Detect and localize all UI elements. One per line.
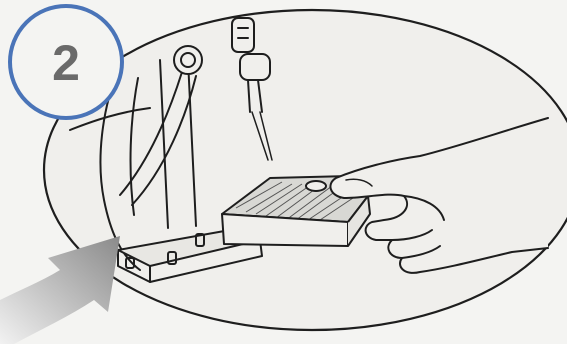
step-badge-icon: 2 [10,6,122,118]
curved-arrow-icon [0,236,120,344]
step-number: 2 [52,35,80,91]
